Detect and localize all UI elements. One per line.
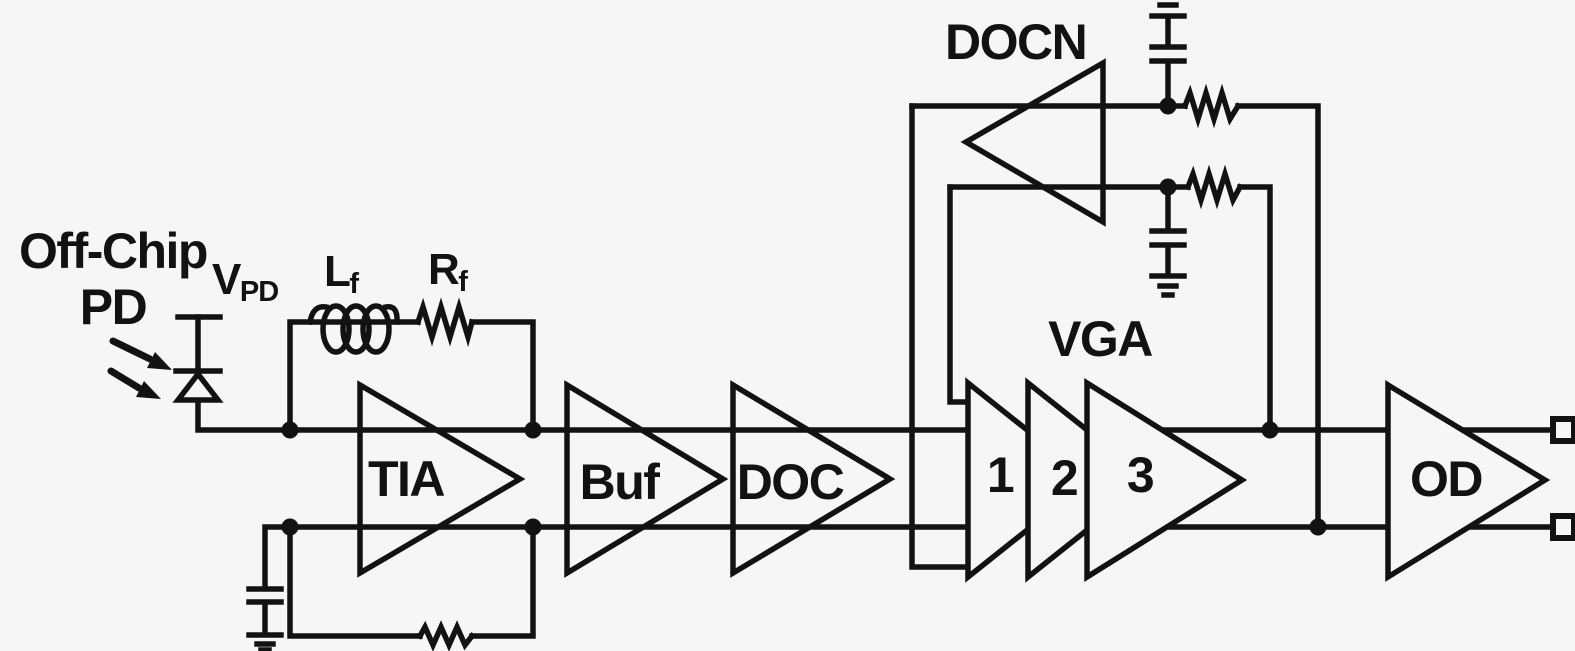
wire-feedback-bottom-right [469,524,536,639]
wire-docn-bottom-right [1237,184,1273,433]
photodiode-anode-triangle [172,369,224,403]
junction-dots [281,97,1327,536]
light-arrow-shaft [109,337,154,363]
wire-feedback-top-right [469,319,536,433]
ground-symbol-left [246,632,284,651]
off-chip-label-line1: Off-Chip [19,223,208,279]
off-chip-label-line2: PD [79,279,148,335]
wire-docn-return-inner [947,184,971,405]
ground-symbol-docn-bottom [1149,273,1187,298]
od-label: OD [1410,451,1484,507]
vga3-triangle [1084,378,1248,582]
light-arrowhead [136,381,161,399]
tia-triangle [357,380,526,578]
vga-stage1-label: 1 [986,447,1015,503]
capacitor-docn-bottom-symbol [1149,228,1187,248]
docn-label: DOCN [945,14,1088,70]
wire-feedback-bottom-left [287,524,423,639]
photodiode-symbol [173,314,223,374]
output-pad-top [1550,416,1575,444]
ground-symbol-top [1149,2,1187,19]
capacitor-docn-top-symbol [1149,44,1187,64]
wire-top-rail [195,314,1391,433]
buf-label: Buf [579,454,660,510]
buf-triangle [564,380,729,578]
rf-label: Rf [428,245,468,299]
off-chip-pd-label: Off-Chip PD [18,223,208,335]
resistor-docn-bottom-symbol [1184,164,1244,210]
output-pad-bottom [1550,513,1575,541]
od-triangle [1385,380,1551,582]
lf-label: Lf [324,247,359,301]
wire-docn-return-outer [909,103,971,570]
docn-triangle [960,58,1106,227]
resistor-rf-symbol [414,297,476,348]
doc-triangle [730,380,896,578]
tia-label: TIA [367,451,446,507]
vga-stage3-label: 3 [1126,447,1155,503]
light-arrowhead [147,352,172,370]
doc-label: DOC [736,454,845,510]
inductor-lf-symbol [306,303,400,355]
vga-label: VGA [1048,311,1153,367]
resistor-docn-top-symbol [1181,83,1242,129]
wires [195,16,1555,639]
vga-stage2-label: 2 [1050,450,1079,506]
vpd-label: VPD [212,255,279,309]
light-arrow-shaft [107,367,143,392]
light-arrows-icon [107,337,172,399]
capacitor-left-symbol [246,586,284,605]
wire-docn-top-right [1235,103,1321,530]
wire-feedback-top-left [287,319,421,433]
wire-bottom-rail [262,524,1391,590]
resistor-bottom-feedback-symbol [416,620,476,651]
